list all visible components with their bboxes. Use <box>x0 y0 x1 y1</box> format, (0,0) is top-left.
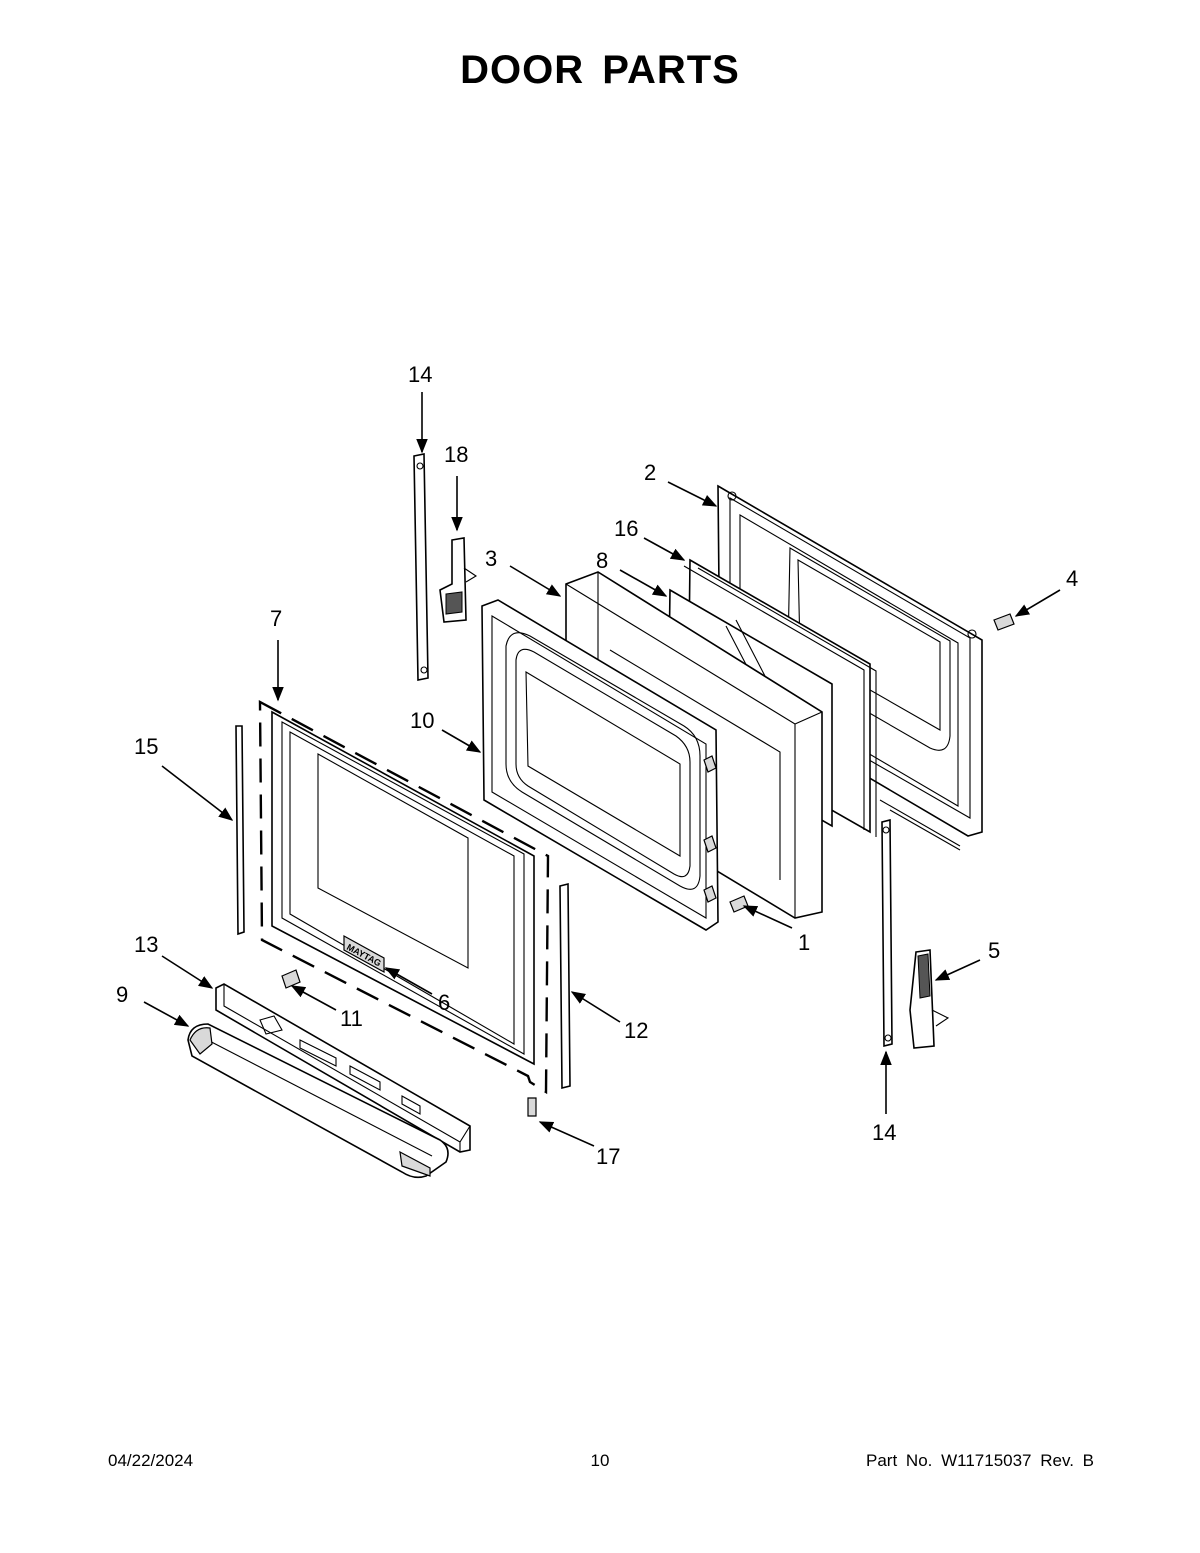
part-18-hinge-left <box>439 537 478 623</box>
callout-10: 10 <box>410 708 434 733</box>
footer-date: 04/22/2024 <box>108 1451 194 1470</box>
footer-page-number: 10 <box>590 1451 610 1470</box>
callout-8: 8 <box>596 548 608 573</box>
callout-5: 5 <box>988 938 1000 963</box>
part-13-control-trim <box>215 983 471 1153</box>
leader-11 <box>290 985 337 1011</box>
callout-12: 12 <box>624 1018 648 1043</box>
part-1-screw <box>729 895 749 913</box>
part-14-hinge-receptacle-right <box>881 818 893 1048</box>
leader-1 <box>742 905 793 929</box>
callout-14-bottom: 14 <box>872 1120 896 1145</box>
part-6-outer-door-panel <box>271 710 535 1066</box>
leader-4 <box>1014 589 1061 617</box>
callout-16: 16 <box>614 516 638 541</box>
callout-13: 13 <box>134 932 158 957</box>
leader-15 <box>161 765 234 821</box>
part-7-outer-door-assembly <box>258 699 550 1095</box>
leader-5 <box>934 959 981 981</box>
part-12-right-trim <box>559 882 571 1090</box>
leader-10 <box>441 729 482 753</box>
callout-4: 4 <box>1066 566 1078 591</box>
leader-9 <box>143 1001 190 1027</box>
footer-part-number: Part No. W11715037 Rev. B <box>866 1451 1094 1470</box>
callout-15: 15 <box>134 734 158 759</box>
leader-17 <box>538 1121 595 1147</box>
part-10-door-frame <box>481 599 719 931</box>
page-title: DOOR PARTS <box>460 48 740 92</box>
leader-6 <box>384 967 433 995</box>
callout-labels: 1 2 3 4 5 6 7 8 9 10 11 12 13 14 14 15 1… <box>116 362 1078 1169</box>
leader-13 <box>161 955 214 989</box>
part-14-hinge-receptacle-left <box>413 453 429 681</box>
callout-17: 17 <box>596 1144 620 1169</box>
part-17-screw <box>527 1097 537 1117</box>
leader-12 <box>570 991 621 1023</box>
callout-3: 3 <box>485 546 497 571</box>
callout-2: 2 <box>644 460 656 485</box>
part-5-hinge-right <box>909 949 950 1049</box>
callout-7: 7 <box>270 606 282 631</box>
callout-18: 18 <box>444 442 468 467</box>
leader-lines <box>143 392 1061 1147</box>
part-4-screw <box>993 613 1015 631</box>
leader-16 <box>643 537 686 561</box>
part-15-left-trim <box>235 725 245 936</box>
part-11-screw <box>281 969 301 989</box>
callout-6: 6 <box>438 990 450 1015</box>
callout-1: 1 <box>798 930 810 955</box>
callout-14-top: 14 <box>408 362 432 387</box>
callout-11: 11 <box>340 1006 363 1031</box>
leader-2 <box>667 481 718 507</box>
leader-3 <box>509 565 562 597</box>
callout-9: 9 <box>116 982 128 1007</box>
part-9-door-handle <box>187 1023 449 1179</box>
leader-8 <box>619 569 668 597</box>
